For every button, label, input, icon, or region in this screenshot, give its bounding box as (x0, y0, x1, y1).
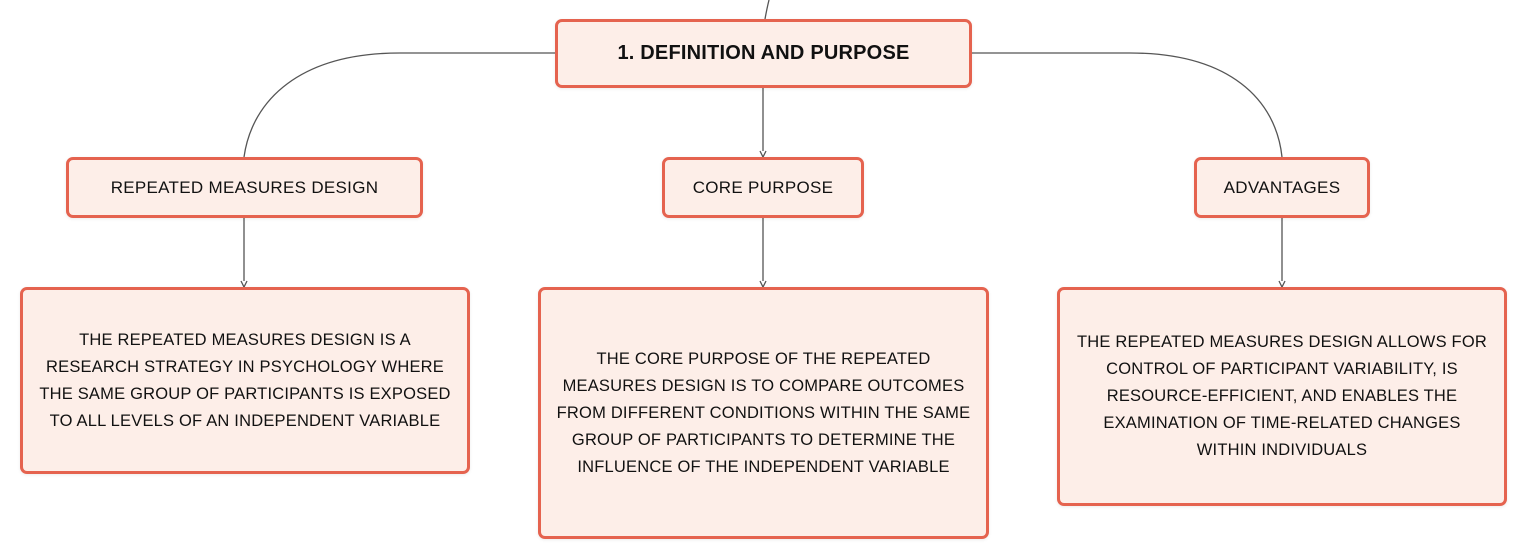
detail-text-repeated-measures-design: THE REPEATED MEASURES DESIGN IS A RESEAR… (39, 330, 451, 430)
detail-text-advantages: THE REPEATED MEASURES DESIGN ALLOWS FOR … (1077, 333, 1487, 459)
root-node-definition-and-purpose[interactable]: 1. DEFINITION AND PURPOSE (555, 19, 972, 88)
topic-node-advantages[interactable]: ADVANTAGES (1194, 157, 1370, 218)
connector-root-to-repeated-measures (243, 52, 555, 158)
topic-node-core-purpose[interactable]: CORE PURPOSE (662, 157, 864, 218)
detail-text-core-purpose: THE CORE PURPOSE OF THE REPEATED MEASURE… (556, 349, 971, 476)
topic-label-repeated-measures-design: REPEATED MEASURES DESIGN (110, 177, 379, 197)
topic-label-advantages: ADVANTAGES (1223, 177, 1341, 197)
detail-node-core-purpose[interactable]: THE CORE PURPOSE OF THE REPEATED MEASURE… (538, 287, 989, 539)
root-node-label: 1. DEFINITION AND PURPOSE (617, 42, 910, 64)
detail-node-repeated-measures-design[interactable]: THE REPEATED MEASURES DESIGN IS A RESEAR… (20, 287, 470, 474)
topic-node-repeated-measures-design[interactable]: REPEATED MEASURES DESIGN (66, 157, 423, 218)
connector-parent-to-root (764, 0, 770, 20)
connector-root-to-advantages (972, 52, 1283, 158)
topic-label-core-purpose: CORE PURPOSE (692, 177, 834, 197)
detail-node-advantages[interactable]: THE REPEATED MEASURES DESIGN ALLOWS FOR … (1057, 287, 1507, 506)
